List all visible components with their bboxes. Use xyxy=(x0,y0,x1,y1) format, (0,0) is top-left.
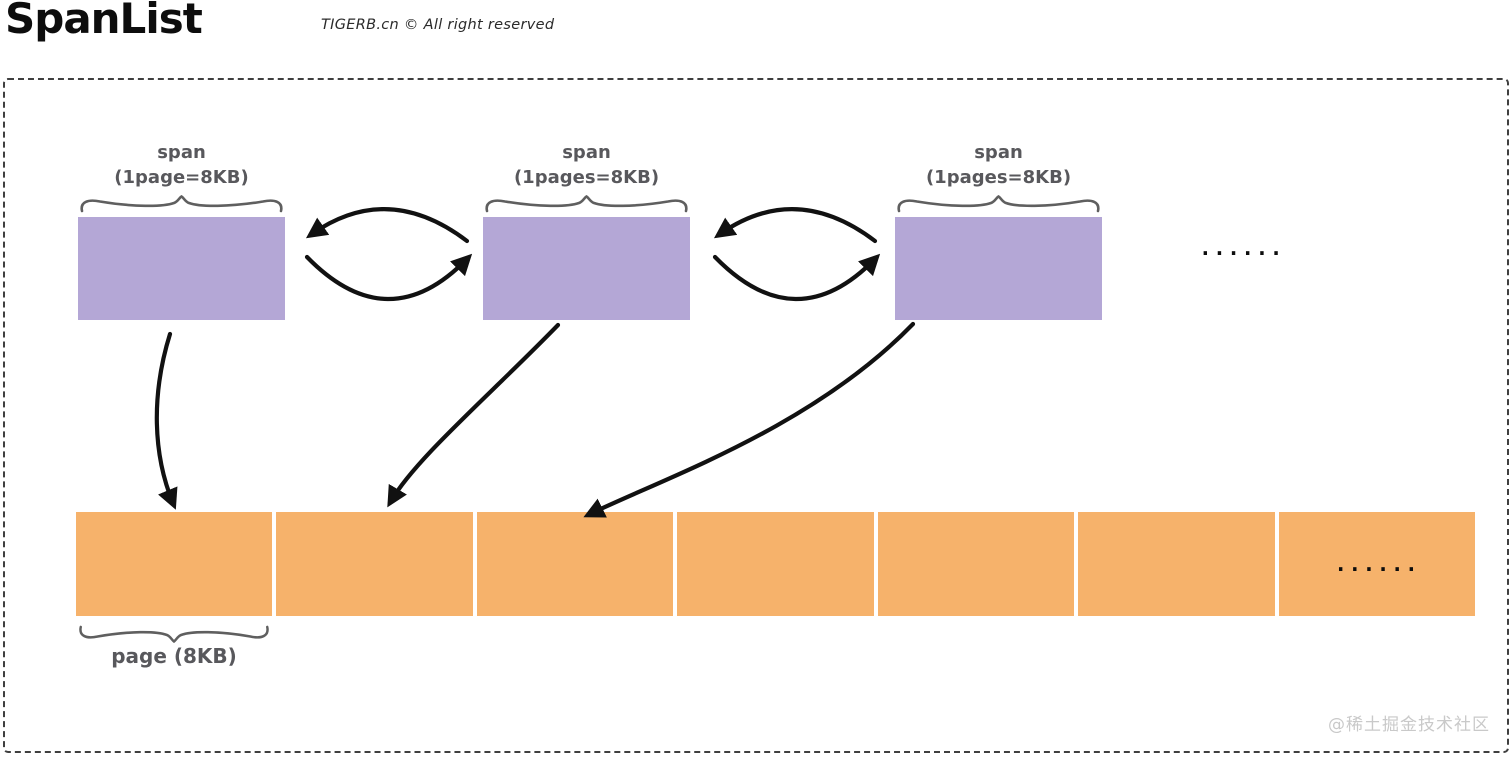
brace-top-icon xyxy=(80,194,283,213)
copyright-watermark: TIGERB.cn © All right reserved xyxy=(321,17,555,33)
brace-top-icon xyxy=(897,194,1100,213)
page-segment xyxy=(1078,512,1275,616)
page-title: SpanList xyxy=(5,0,203,43)
page-segment xyxy=(276,512,473,616)
page-segment xyxy=(677,512,874,616)
span-block xyxy=(78,217,285,320)
page-segment: ...... xyxy=(1278,512,1475,616)
span-node-2: span (1pages=8KB) xyxy=(483,140,690,320)
span-size-label: (1page=8KB) xyxy=(114,167,249,188)
page-size-label: page (8KB) xyxy=(111,644,237,668)
span-block xyxy=(483,217,690,320)
span-node-3: span (1pages=8KB) xyxy=(895,140,1102,320)
span-size-label: (1pages=8KB) xyxy=(513,167,660,188)
page-segment xyxy=(76,512,273,616)
span-title: span xyxy=(562,142,611,163)
diagram-dashed-border xyxy=(3,78,1509,753)
span-size-label: (1pages=8KB) xyxy=(925,167,1072,188)
page-segment xyxy=(476,512,674,616)
spanlist-ellipsis: ...... xyxy=(1199,236,1284,260)
span-title: span xyxy=(157,142,206,163)
juejin-watermark: @稀土掘金技术社区 xyxy=(1328,715,1490,735)
span-block xyxy=(895,217,1102,320)
brace-top-icon xyxy=(485,194,688,213)
page-memory-bar: ...... xyxy=(76,512,1475,616)
page-segment xyxy=(877,512,1075,616)
page-bar-ellipsis: ...... xyxy=(1334,552,1420,576)
brace-bottom-icon xyxy=(79,625,269,644)
span-title: span xyxy=(974,142,1023,163)
span-node-1: span (1page=8KB) xyxy=(78,140,285,320)
